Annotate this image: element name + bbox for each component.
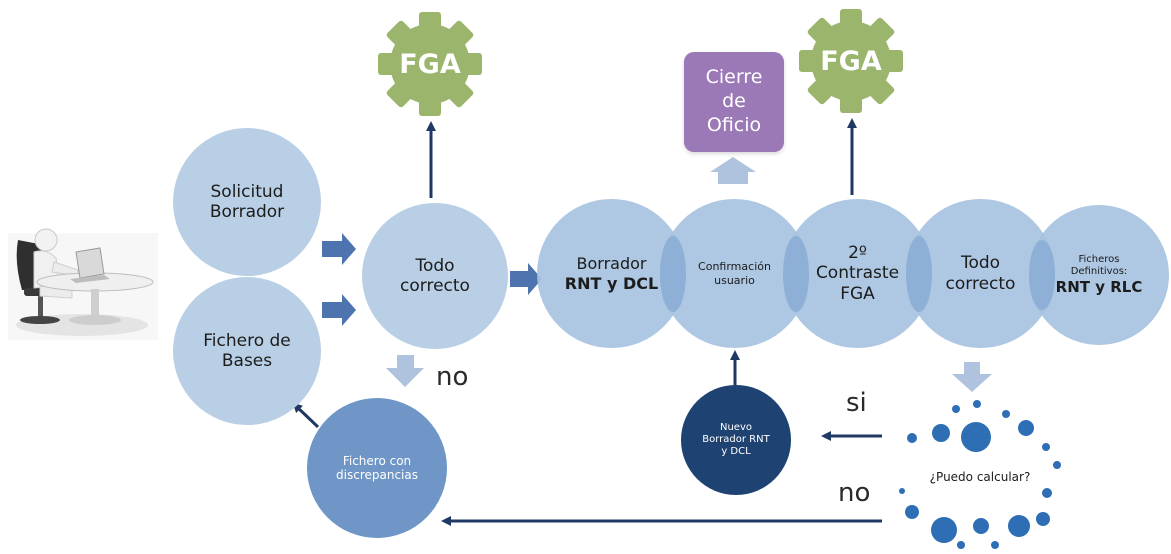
fga-right-label: FGA [820,45,882,77]
block-arrow-todo-to-borrador [510,263,542,295]
block-arrow-bases [322,294,356,326]
cierre-oficio-label: Cierre de Oficio [705,66,763,136]
overlap-lens [783,236,809,312]
ficheros-label-1: Ficheros [1078,254,1120,265]
block-arrow-to-cierre [710,157,756,184]
todo-correcto-1-node: Todo correcto [362,203,508,349]
no-bottom-label: no [838,478,871,508]
borrador-label-2: RNT y DCL [564,273,659,293]
arrow-discrepancias-to-bases [292,402,320,429]
ficheros-label-3: RNT y RLC [1055,278,1143,296]
fga-left-label: FGA [399,48,461,80]
block-arrow-to-puedo [952,362,992,392]
borrador-label-1: Borrador [576,254,647,274]
cierre-oficio-box: Cierre de Oficio [684,52,784,152]
solicitud-borrador-label: Solicitud Borrador [209,181,285,222]
fga-gear-left: FGA [374,8,486,120]
dotted-cycle-icon [899,400,1061,549]
no-top-label: no [436,362,469,392]
confirmacion-label: Confirmación usuario [698,260,771,287]
nuevo-borrador-label: Nuevo Borrador RNT y DCL [702,422,770,457]
ficheros-label-2: Definitivos: [1070,266,1128,277]
fichero-bases-node: Fichero de Bases [173,277,321,425]
puedo-calcular-label: ¿Puedo calcular? [929,470,1031,484]
overlap-lens [660,236,686,312]
fichero-bases-label: Fichero de Bases [203,330,291,371]
nuevo-borrador-node: Nuevo Borrador RNT y DCL [681,385,791,495]
gear-icon [378,12,482,116]
solicitud-borrador-node: Solicitud Borrador [173,128,321,276]
gear-icon [799,9,903,113]
contraste-label-3: FGA [840,283,875,304]
overlap-lens [906,236,932,312]
contraste-label-2: Contraste [815,263,900,284]
contraste-label-1: 2º [848,242,867,263]
todo-correcto-2-label: Todo correcto [945,253,1016,294]
user-at-desk-icon [8,228,158,340]
block-arrow-no-top [386,355,424,387]
fga-gear-right: FGA [795,5,907,117]
fichero-discrepancias-label: Fichero con discrepancias [336,453,418,482]
fichero-discrepancias-node: Fichero con discrepancias [307,398,447,538]
si-label: si [846,388,867,418]
block-arrow-solicitud [322,233,356,265]
todo-correcto-1-label: Todo correcto [400,255,470,296]
overlap-lens [1029,240,1055,310]
